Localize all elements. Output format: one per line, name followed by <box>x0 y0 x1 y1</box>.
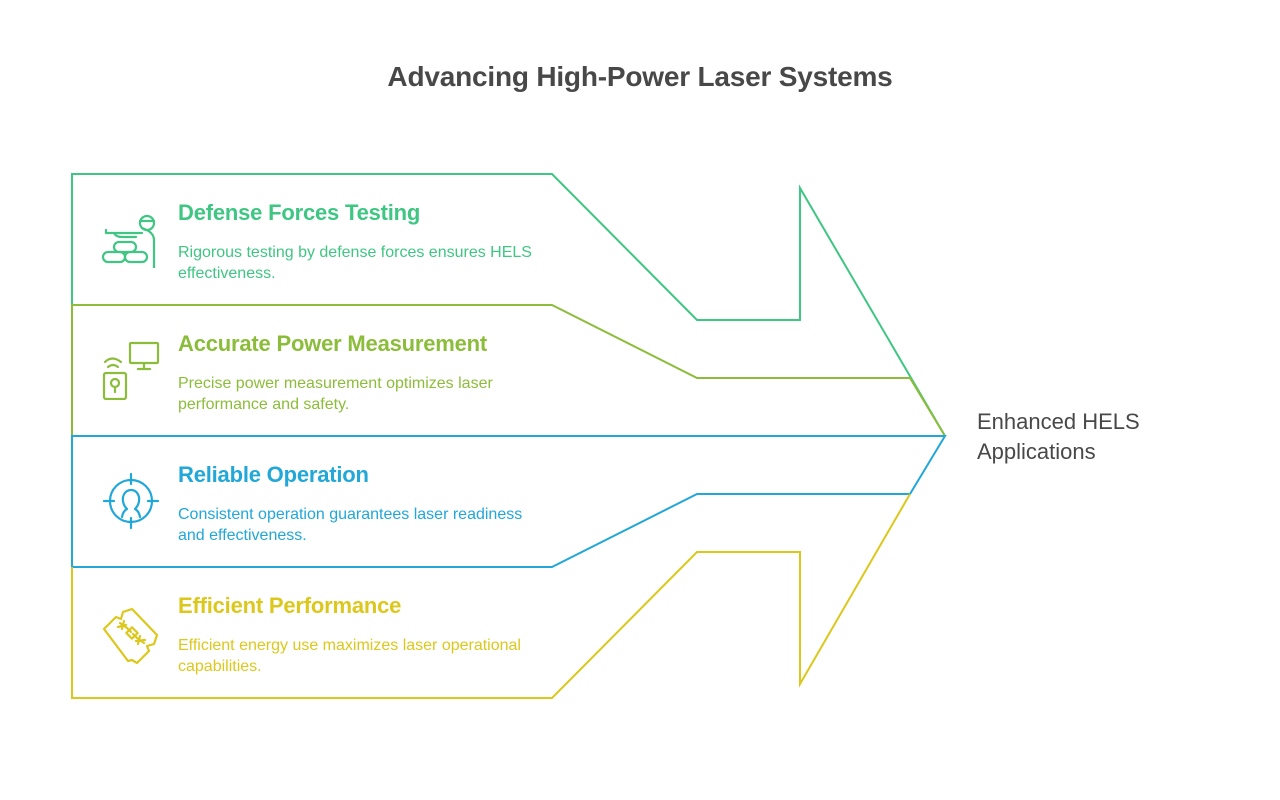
soldier-with-sandbags-icon <box>101 214 156 268</box>
section-description: Rigorous testing by defense forces ensur… <box>178 244 532 282</box>
arrow-segment-reliable-operation <box>71 435 947 568</box>
arrow-segment-accurate-power-measurement <box>71 304 946 437</box>
result-label: Enhanced HELS Applications <box>977 409 1140 464</box>
target-person-icon <box>102 472 160 530</box>
circuit-chip-icon <box>102 607 159 665</box>
arrow-segment-defense-forces-testing <box>71 173 946 437</box>
section-title: Reliable Operation <box>178 462 369 487</box>
wireless-meter-monitor-icon <box>102 341 160 400</box>
section-description: Efficient energy use maximizes laser ope… <box>178 637 521 675</box>
section-title: Efficient Performance <box>178 593 402 618</box>
section-description: Precise power measurement optimizes lase… <box>178 375 493 413</box>
section-title: Accurate Power Measurement <box>178 331 488 356</box>
section-title: Defense Forces Testing <box>178 200 421 225</box>
diagram-title: Advancing High-Power Laser Systems <box>387 61 893 92</box>
arrow-segment-efficient-performance <box>71 493 911 699</box>
section-description: Consistent operation guarantees laser re… <box>178 506 523 544</box>
